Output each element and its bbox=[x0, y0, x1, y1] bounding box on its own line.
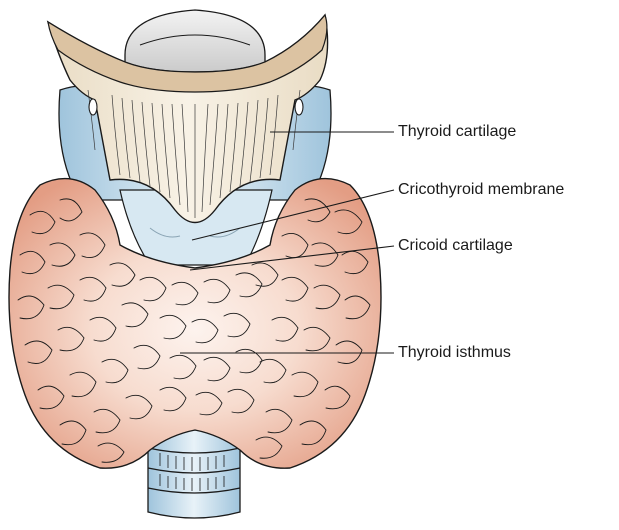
label-thyroid-isthmus: Thyroid isthmus bbox=[398, 344, 511, 362]
label-cricoid-cartilage: Cricoid cartilage bbox=[398, 237, 513, 255]
label-cricothyroid-membrane: Cricothyroid membrane bbox=[398, 181, 564, 199]
label-thyroid-cartilage: Thyroid cartilage bbox=[398, 123, 516, 141]
trachea bbox=[148, 430, 240, 518]
